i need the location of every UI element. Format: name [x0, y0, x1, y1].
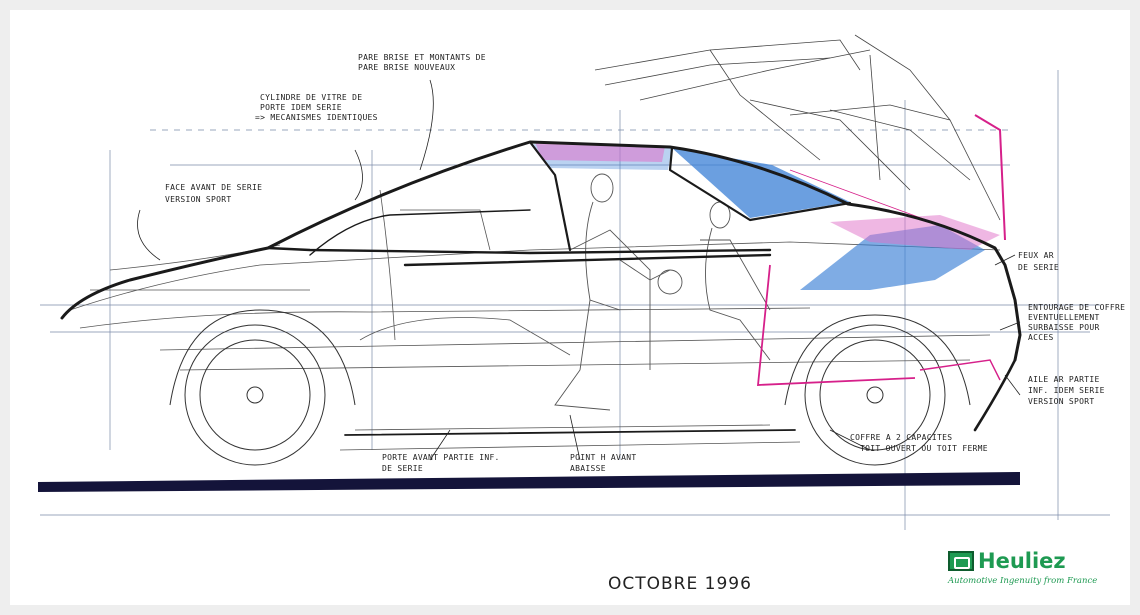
leader-arrows: [137, 79, 1021, 461]
body-outline: [60, 140, 1022, 436]
svg-text:PORTE AVANT PARTIE INF.DE SERI: PORTE AVANT PARTIE INF.DE SERIE: [382, 453, 500, 473]
open-hatch-lines: [594, 34, 1001, 221]
logo-tagline: Automotive Ingenuity from France: [948, 576, 1098, 586]
construction-lines: [40, 70, 1110, 530]
heuliez-logo: Heuliez Automotive Ingenuity from France: [948, 550, 1108, 596]
heuliez-mark-icon: [948, 551, 974, 571]
seated-occupants: [554, 173, 771, 411]
rear-wheel: [784, 314, 971, 466]
logo-wordmark: Heuliez: [978, 549, 1066, 573]
annotation-front-door: PORTE AVANT PARTIE INF.DE SERIE: [382, 453, 500, 473]
ground-bar: [38, 472, 1020, 492]
body-detail-lines: [69, 189, 1001, 451]
front-wheel: [169, 309, 356, 466]
drawing-date: OCTOBRE 1996: [608, 574, 752, 594]
